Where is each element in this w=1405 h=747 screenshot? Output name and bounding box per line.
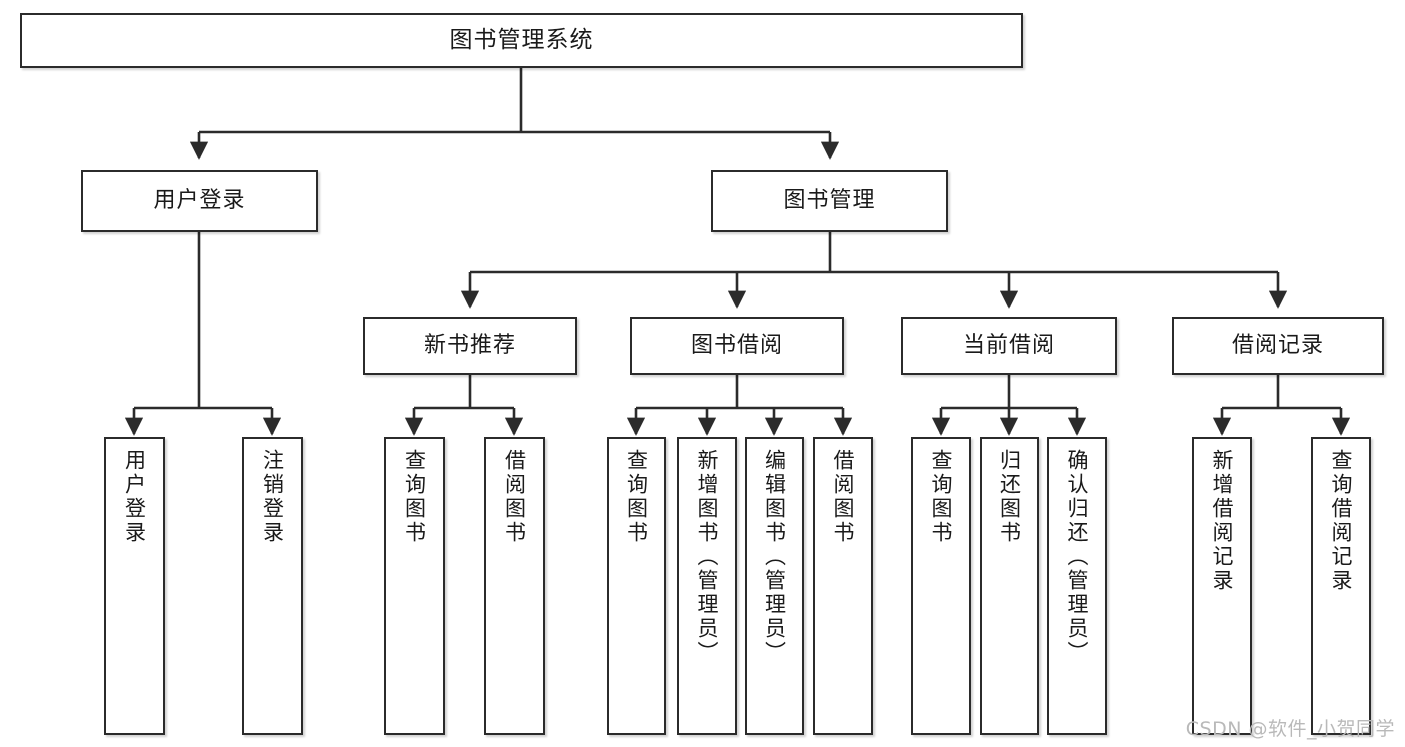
leaf-add-book[interactable]: 新增图书（管理员）	[677, 437, 737, 735]
leaf-query-book-2[interactable]: 查询图书	[607, 437, 666, 735]
node-current-borrow[interactable]: 当前借阅	[901, 317, 1117, 375]
leaf-query-record-label: 查询借阅记录	[1329, 449, 1354, 593]
leaf-return-book[interactable]: 归还图书	[980, 437, 1039, 735]
leaf-query-book-1-label: 查询图书	[402, 449, 427, 545]
leaf-edit-book-label: 编辑图书（管理员）	[762, 449, 787, 665]
leaf-user-login-label: 用户登录	[122, 449, 147, 545]
node-new-book-rec[interactable]: 新书推荐	[363, 317, 577, 375]
node-book-borrow-label: 图书借阅	[690, 332, 783, 358]
node-book-borrow[interactable]: 图书借阅	[630, 317, 844, 375]
leaf-add-record-label: 新增借阅记录	[1210, 449, 1235, 593]
leaf-borrow-book-2-label: 借阅图书	[831, 449, 856, 545]
leaf-query-book-2-label: 查询图书	[624, 449, 649, 545]
node-user-login-label: 用户登录	[153, 187, 246, 213]
leaf-confirm-return-label: 确认归还（管理员）	[1065, 449, 1090, 665]
leaf-query-book-3[interactable]: 查询图书	[911, 437, 971, 735]
node-root-label: 图书管理系统	[449, 26, 594, 53]
node-book-manage-label: 图书管理	[783, 187, 876, 213]
node-book-manage[interactable]: 图书管理	[711, 170, 948, 232]
leaf-user-login[interactable]: 用户登录	[104, 437, 165, 735]
leaf-borrow-book-1[interactable]: 借阅图书	[484, 437, 545, 735]
node-current-borrow-label: 当前借阅	[962, 332, 1055, 358]
leaf-query-book-1[interactable]: 查询图书	[384, 437, 445, 735]
leaf-query-book-3-label: 查询图书	[929, 449, 954, 545]
node-borrow-record[interactable]: 借阅记录	[1172, 317, 1384, 375]
leaf-logout-login-label: 注销登录	[260, 449, 285, 545]
node-user-login[interactable]: 用户登录	[81, 170, 318, 232]
leaf-borrow-book-1-label: 借阅图书	[502, 449, 527, 545]
leaf-edit-book[interactable]: 编辑图书（管理员）	[745, 437, 804, 735]
leaf-borrow-book-2[interactable]: 借阅图书	[813, 437, 873, 735]
leaf-add-record[interactable]: 新增借阅记录	[1192, 437, 1252, 735]
watermark: CSDN @软件_小贺同学	[1185, 718, 1395, 740]
leaf-add-book-label: 新增图书（管理员）	[695, 449, 720, 665]
leaf-query-record[interactable]: 查询借阅记录	[1311, 437, 1371, 735]
node-new-book-rec-label: 新书推荐	[423, 332, 516, 358]
leaf-return-book-label: 归还图书	[997, 449, 1022, 545]
node-root[interactable]: 图书管理系统	[20, 13, 1023, 68]
leaf-logout-login[interactable]: 注销登录	[242, 437, 303, 735]
leaf-confirm-return[interactable]: 确认归还（管理员）	[1047, 437, 1107, 735]
node-borrow-record-label: 借阅记录	[1231, 332, 1324, 358]
